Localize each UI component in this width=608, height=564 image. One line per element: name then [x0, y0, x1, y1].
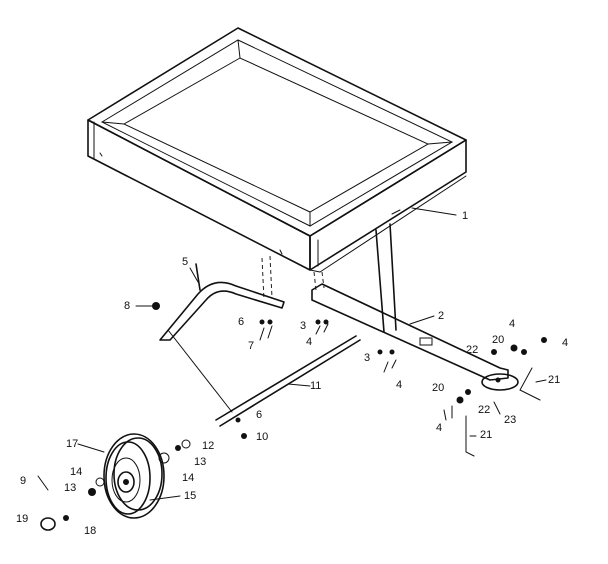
- callout-4b: 4: [396, 379, 402, 391]
- callout-11: 11: [310, 380, 321, 392]
- leader-15: [149, 495, 181, 501]
- callout-6a: 6: [238, 316, 244, 328]
- callout-14b: 14: [70, 466, 82, 478]
- callout-4d: 4: [562, 337, 568, 349]
- bracket-part-5: [159, 263, 285, 341]
- callout-6b: 6: [256, 409, 262, 421]
- callout-4c: 4: [509, 318, 515, 330]
- leader-1: [411, 207, 457, 216]
- callout-labels: 1 2 3 3 4 4 4 4 4 5 6 6 7 8 9 10 11 12 1…: [16, 210, 568, 537]
- leader-2: [409, 315, 435, 325]
- callout-3b: 3: [364, 352, 370, 364]
- frame-bar-part-2: [311, 283, 519, 391]
- callout-10: 10: [256, 431, 268, 443]
- callout-5: 5: [182, 256, 188, 268]
- callout-13b: 13: [64, 482, 76, 494]
- callout-15: 15: [184, 490, 196, 502]
- callout-1: 1: [462, 210, 468, 222]
- callout-21b: 21: [480, 429, 492, 441]
- callout-23: 23: [504, 414, 516, 426]
- callout-21a: 21: [548, 374, 560, 386]
- callout-18: 18: [84, 525, 96, 537]
- callout-7: 7: [248, 340, 254, 352]
- callout-22a: 22: [466, 344, 478, 356]
- callout-8: 8: [124, 300, 130, 312]
- callout-20b: 20: [432, 382, 444, 394]
- axle-part-11: [167, 329, 361, 427]
- small-hardware: [37, 302, 547, 531]
- callout-4a: 4: [306, 336, 312, 348]
- leader-lines: [77, 267, 547, 453]
- callout-12: 12: [202, 440, 214, 452]
- callout-17: 17: [66, 438, 78, 450]
- callout-20a: 20: [492, 334, 504, 346]
- callout-13a: 13: [194, 456, 206, 468]
- callout-2: 2: [438, 310, 444, 322]
- callout-22b: 22: [478, 404, 490, 416]
- wheel-part-15-17: [103, 433, 165, 519]
- callout-14a: 14: [182, 472, 194, 484]
- callout-4e: 4: [436, 422, 442, 434]
- callout-9: 9: [20, 475, 26, 487]
- tray-uprights: [375, 223, 397, 333]
- callout-19: 19: [16, 513, 28, 525]
- callout-3a: 3: [300, 320, 306, 332]
- assembly-guide-lines: [261, 255, 325, 301]
- tray-part-1: [87, 27, 467, 273]
